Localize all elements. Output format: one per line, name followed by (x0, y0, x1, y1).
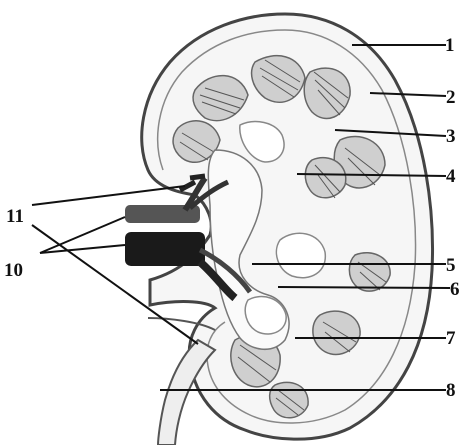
leader-10a (40, 217, 125, 253)
kidney-illustration (125, 14, 433, 445)
pyramid-10 (270, 382, 309, 417)
calyx-middle (276, 233, 325, 277)
label-10: 10 (4, 260, 23, 281)
label-2: 2 (446, 87, 456, 108)
label-11: 11 (6, 206, 24, 227)
label-4: 4 (446, 166, 456, 187)
label-3: 3 (446, 126, 456, 147)
label-6: 6 (450, 279, 460, 300)
label-5: 5 (446, 255, 456, 276)
pyramid-8 (313, 311, 360, 354)
leader-6 (278, 287, 450, 288)
label-7: 7 (446, 328, 456, 349)
leader-11a (32, 186, 185, 205)
label-1: 1 (445, 35, 455, 56)
label-8: 8 (446, 380, 456, 401)
pyramid-3 (304, 68, 350, 118)
renal-vein (125, 232, 205, 266)
pyramid-7 (349, 253, 390, 291)
leader-10b (40, 245, 125, 253)
